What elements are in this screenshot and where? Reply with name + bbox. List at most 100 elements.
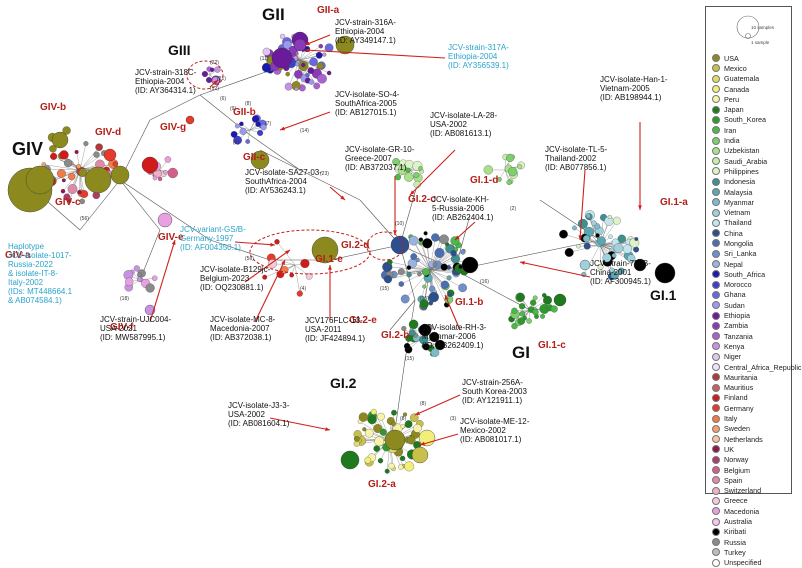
annotation-line: JCV-isolate-RH-3- — [422, 323, 487, 332]
haplotype-node — [262, 275, 267, 280]
legend-swatch — [712, 178, 720, 186]
annotation-line: Vietnam-2005 — [600, 84, 650, 93]
haplotype-node — [401, 295, 409, 303]
legend-swatch — [712, 250, 720, 258]
haplotype-node — [520, 311, 525, 316]
edge-label: (3) — [450, 416, 456, 422]
haplotype-node — [84, 141, 89, 146]
arrow-a15 — [150, 240, 175, 322]
legend-item-south_korea: South_Korea — [706, 115, 791, 125]
annotation-line: Myanmar-2006 — [422, 332, 476, 341]
haplotype-node — [422, 238, 432, 248]
haplotype-node — [239, 122, 243, 126]
legend-item-norway: Norway — [706, 455, 791, 465]
legend-item-peru: Peru — [706, 94, 791, 104]
legend-swatch — [712, 363, 720, 371]
annotation-line: Ethiopia-2004 — [335, 27, 385, 36]
annotation-line: Thailand-2002 — [545, 154, 597, 163]
edge-label: (11) — [260, 56, 269, 62]
haplotype-node — [275, 239, 280, 244]
legend-swatch — [712, 528, 720, 536]
edge-label: (10) — [395, 221, 404, 227]
legend-swatch — [712, 435, 720, 443]
annotation-line: Russia-2022 — [8, 260, 53, 269]
legend-item-netherlands: Netherlands — [706, 434, 791, 444]
edge-label: (5) — [233, 140, 239, 146]
legend-item-germany: Germany — [706, 403, 791, 413]
annotation-a9: JCV-isolate-TL-5-Thailand-2002(ID: AB077… — [545, 145, 608, 172]
legend-label: Kiribati — [724, 527, 746, 536]
legend-label: Mauritania — [724, 373, 758, 382]
haplotype-node — [518, 318, 525, 325]
haplotype-node — [441, 281, 449, 289]
haplotype-node — [404, 173, 413, 182]
legend-label: Turkey — [724, 548, 746, 557]
large-haplotype-node — [419, 430, 435, 446]
legend-label: Philippines — [724, 167, 759, 176]
annotation-line: Ethiopia-2004 — [448, 52, 498, 61]
haplotype-node — [597, 237, 606, 246]
subgroup-label-gi-2-a: GI.2-a — [368, 479, 396, 490]
annotation-line: JCV-strain-316A- — [335, 18, 396, 27]
legend-swatch — [712, 373, 720, 381]
subgroup-label-gii-a: GII-a — [317, 5, 340, 16]
legend-swatch — [712, 116, 720, 124]
legend-swatch — [712, 229, 720, 237]
arrow-a13 — [235, 242, 275, 245]
legend-swatch — [712, 281, 720, 289]
haplotype-node — [635, 237, 639, 241]
group-label-gi-1: GI.1 — [650, 287, 677, 303]
legend-swatch — [712, 157, 720, 165]
legend-label: South_Africa — [724, 270, 765, 279]
annotation-line: JCV-isolate-B129jc- — [200, 265, 271, 274]
haplotype-node — [263, 48, 271, 56]
edge-label: (4) — [300, 286, 306, 292]
annotation-line: JCV-isolate-KH- — [432, 195, 489, 204]
legend-item-belgium: Belgium — [706, 465, 791, 475]
legend-item-unspecified: Unspecified — [706, 558, 791, 568]
subgroup-label-gi-2-b: GI.2-b — [381, 330, 409, 341]
haplotype-node — [461, 250, 466, 255]
haplotype-node — [113, 161, 118, 166]
legend-item-tanzania: Tanzania — [706, 331, 791, 341]
edge-label: (2) — [510, 206, 516, 212]
annotation-line: JCV-isolate-SA27-03- — [245, 168, 322, 177]
haplotype-node — [608, 215, 612, 219]
haplotype-node — [295, 62, 299, 66]
legend-item-japan: Japan — [706, 104, 791, 114]
legend-label: Nepal — [724, 260, 743, 269]
annotation-line: JCV-strain-256A- — [462, 378, 523, 387]
edge-label: (8) — [420, 401, 426, 407]
annotation-line: (ID: AY349147.1) — [335, 36, 396, 45]
large-haplotype-node — [462, 257, 478, 273]
legend-label: Japan — [724, 105, 744, 114]
haplotype-node — [447, 292, 451, 296]
haplotype-node — [391, 410, 396, 415]
legend-swatch — [712, 219, 720, 227]
legend-item-sweden: Sweden — [706, 424, 791, 434]
haplotype-node — [285, 83, 292, 90]
legend-item-india: India — [706, 135, 791, 145]
haplotype-node — [395, 174, 401, 180]
group-label-gii: GII — [262, 5, 285, 24]
large-haplotype-node — [272, 48, 292, 68]
legend-item-south_africa: South_Africa — [706, 269, 791, 279]
edge-label: (18) — [120, 296, 129, 302]
annotation-a15: JCV-strain-UJC004-USA-2021(ID: MW587995.… — [100, 315, 171, 342]
haplotype-node — [439, 235, 448, 244]
haplotype-node — [398, 465, 403, 470]
legend-label: India — [724, 136, 740, 145]
annotation-line: (ID: OQ230881.1) — [200, 283, 264, 292]
legend-label: Australia — [724, 517, 752, 526]
haplotype-node — [158, 177, 162, 181]
annotation-a8: JCV-isolate-Han-1-Vietnam-2005(ID: AB198… — [600, 75, 668, 102]
annotation-line: (ID: AF004350.1) — [180, 243, 241, 252]
legend-scale-circles: 10 samples 1 sample — [706, 7, 791, 53]
large-haplotype-node — [26, 166, 54, 194]
legend-swatch — [712, 167, 720, 175]
haplotype-node — [433, 263, 437, 267]
annotation-line: South Korea-2003 — [462, 387, 527, 396]
legend-label: Uzbekistan — [724, 146, 760, 155]
annotation-line: (ID: MW587995.1) — [100, 333, 166, 342]
